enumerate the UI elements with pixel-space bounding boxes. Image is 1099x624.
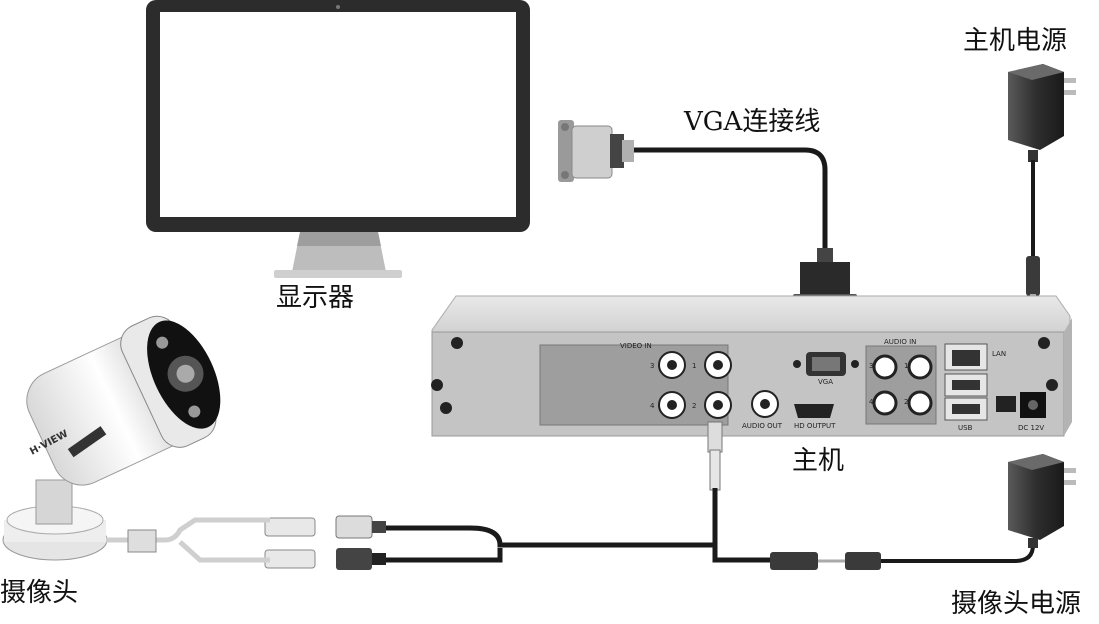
vga-port-label: VGA	[818, 378, 833, 386]
camera-power-adapter	[1008, 454, 1076, 548]
video-port-2-label: 2	[692, 402, 696, 410]
lan-label: LAN	[992, 350, 1006, 358]
audio-port-4-label: 4	[869, 398, 874, 406]
camera-power-label: 摄像头电源	[951, 589, 1081, 619]
hd-output-label: HD OUTPUT	[794, 422, 836, 430]
video-cable	[265, 422, 1033, 570]
video-port-1-label: 1	[692, 362, 696, 370]
video-in-label: VIDEO IN	[620, 342, 652, 350]
camera: H·VIEW	[3, 302, 270, 560]
audio-port-3-label: 3	[869, 362, 873, 370]
audio-port-2-label: 2	[904, 398, 908, 406]
vga-cable-label: VGA连接线	[684, 107, 820, 137]
video-port-4-label: 4	[650, 402, 655, 410]
monitor	[146, 0, 530, 278]
video-port-3-label: 3	[650, 362, 654, 370]
host-power-label: 主机电源	[963, 26, 1067, 56]
monitor-label: 显示器	[276, 283, 354, 313]
audio-in-label: AUDIO IN	[884, 338, 916, 346]
camera-label: 摄像头	[0, 578, 78, 608]
audio-port-1-label: 1	[904, 362, 908, 370]
host-label: 主机	[792, 446, 844, 476]
usb-label: USB	[958, 424, 973, 432]
dvr-host: VIDEO IN 3 1 4 2 AUDIO OUT HD OUTPUT VGA…	[431, 296, 1072, 436]
host-power-adapter	[1008, 64, 1076, 304]
dc-label: DC 12V	[1018, 424, 1044, 432]
audio-out-label: AUDIO OUT	[742, 422, 783, 430]
